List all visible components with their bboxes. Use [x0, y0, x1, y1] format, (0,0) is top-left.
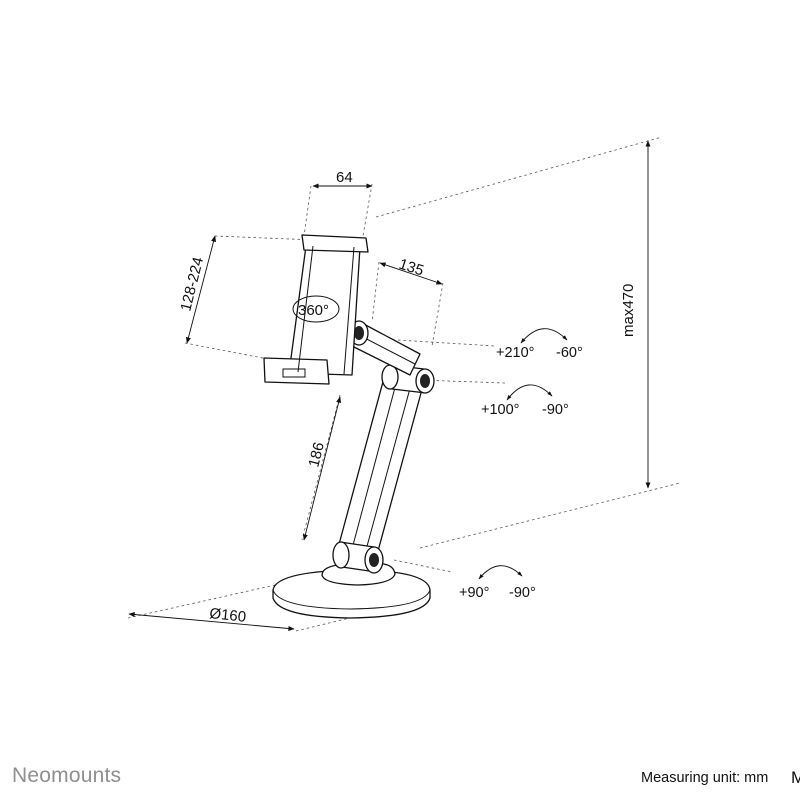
- tablet-holder: [263, 234, 369, 385]
- max-height-label: max470: [620, 284, 637, 337]
- lower-arm-label: 186: [305, 441, 328, 469]
- rotation-arrows: [478, 328, 568, 580]
- upper-arm-label: 135: [397, 256, 426, 280]
- middle-joint-positive-angle: +100°: [481, 402, 519, 418]
- rotation-label: 360°: [298, 302, 329, 319]
- middle-joint-negative-angle: -90°: [542, 402, 569, 418]
- base-plate: [272, 563, 431, 619]
- holder-width-label: 64: [336, 169, 353, 186]
- base-diameter-label: Ø160: [209, 605, 247, 626]
- cut-off-text: M: [791, 768, 800, 787]
- base-joint: [332, 541, 384, 574]
- top-joint-negative-angle: -60°: [556, 345, 583, 361]
- base-joint-negative-angle: -90°: [509, 585, 536, 601]
- brand-logo: Neomounts: [12, 764, 122, 787]
- measuring-unit-label: Measuring unit: mm: [641, 770, 769, 786]
- dimension-lines: [128, 140, 651, 631]
- top-joint-positive-angle: +210°: [496, 345, 534, 361]
- base-joint-positive-angle: +90°: [459, 585, 489, 601]
- middle-joint: [381, 364, 435, 394]
- lower-arm: [337, 377, 425, 552]
